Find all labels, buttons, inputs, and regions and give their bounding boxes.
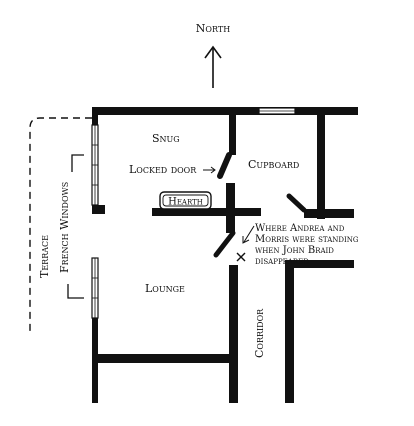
lounge-door-leaf [213,230,236,258]
bottom-wall [92,354,231,363]
annotation-line-1: Where Andrea and [255,223,345,234]
terrace-label: Terrace [38,235,51,278]
north-arrow-icon [204,45,222,88]
corridor-label: Corridor [253,308,266,358]
snug-cupboard-wall-top [229,107,236,155]
cupboard-right-wall [317,107,325,219]
terrace-outline [29,117,92,335]
top-right-wall-stub [354,107,358,115]
compass: North [196,22,230,88]
top-window [258,107,296,115]
corridor-top-wall [285,260,354,268]
hearth-wall [152,208,261,216]
annotation: Where Andrea and Morris were standing wh… [255,223,359,267]
locked-door-leaf [217,152,232,179]
lounge-label: Lounge [145,282,185,295]
annotation-line-4: disappeared [255,256,309,267]
annotation-pointer-head [242,236,250,244]
cupboard-bottom-wall [304,209,354,218]
snug-label: Snug [152,132,180,145]
french-windows-upper [91,124,99,206]
top-wall [92,107,354,115]
left-wall-mid [92,205,105,214]
french-windows-label: French Windows [58,182,71,273]
annotation-line-2: Morris were standing [255,234,359,245]
hearth: Hearth [159,191,212,210]
annotation-line-3: when John Braid [255,245,334,256]
annotation-pointer [243,225,255,243]
walls [92,107,358,403]
standing-marker [236,252,246,262]
french-windows-lower [91,257,99,319]
doors [213,152,307,258]
north-label: North [196,22,230,35]
lounge-right-wall [229,265,238,403]
left-wall-top [92,107,98,125]
corridor-left-wall [285,260,294,403]
cupboard-door-leaf [286,193,307,213]
cupboard-label: Cupboard [248,158,299,171]
locked-door-pointer-head [210,166,216,174]
french-windows-bracket [67,154,84,299]
locked-door-label: Locked door [129,163,197,176]
hearth-label: Hearth [168,197,203,208]
